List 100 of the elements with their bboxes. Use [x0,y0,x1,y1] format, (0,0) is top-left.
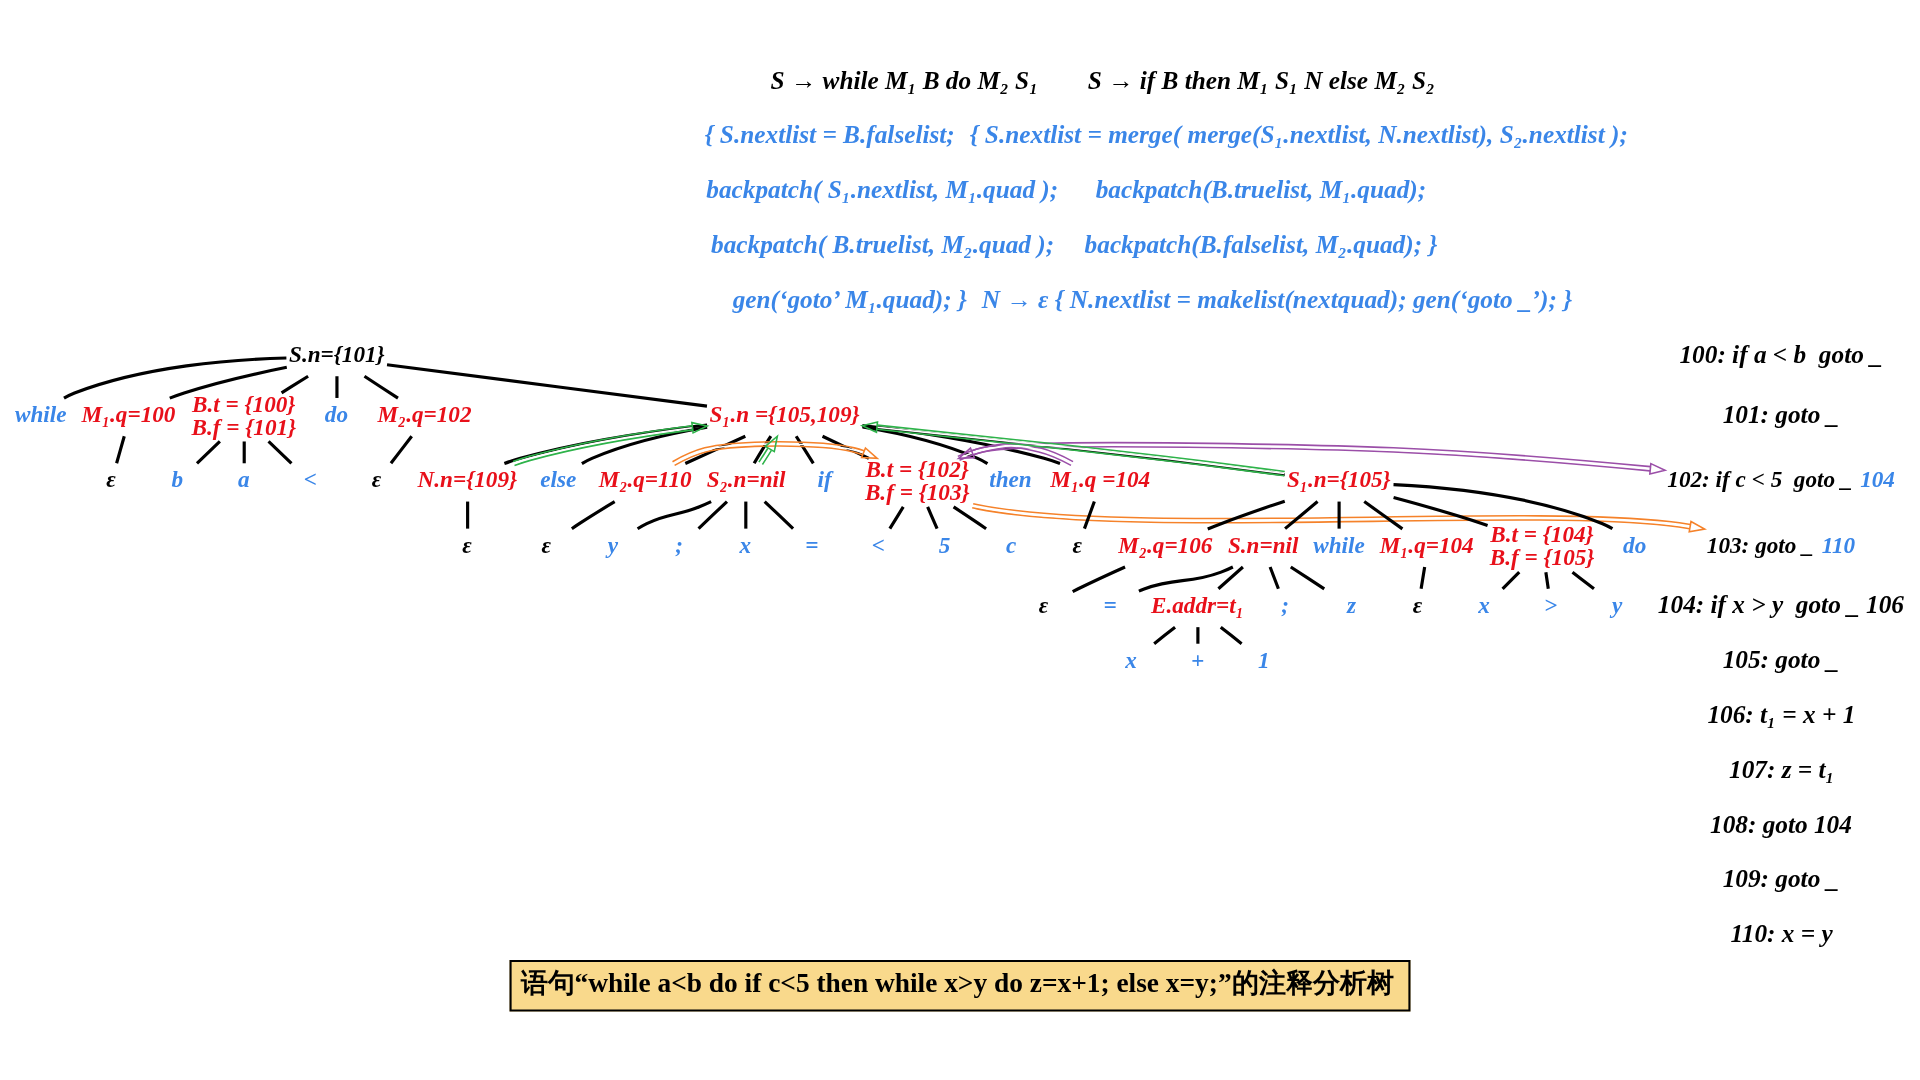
node-text: do [1623,531,1647,558]
connector [636,500,712,531]
connector [335,376,339,398]
connector [195,440,221,465]
node-text: x [1478,591,1490,618]
connector [1153,625,1177,645]
connector [952,505,987,531]
node-text: ε [462,531,472,558]
connector [1082,501,1096,530]
label: { S.nextlist = merge( merge(S₁.nextlist, N.nextlist), S₂.nextlist ); [969,120,1628,149]
node-text: ε [541,531,551,558]
label: 109: goto _ [1722,864,1840,893]
node-text: ε [1072,531,1083,558]
connector [1544,571,1550,590]
node-text: M₂.q=110 [598,466,692,493]
connector [1196,627,1200,644]
node-text: ε [1412,591,1423,618]
connector [386,363,708,408]
connector [1219,625,1243,645]
node-text: < [871,531,885,558]
node-text: 1 [1257,646,1270,673]
node-text: M₂.q=106 [1118,531,1213,558]
label: 110: x = y [1730,919,1833,948]
arrow [956,442,1074,467]
connector [581,425,708,465]
arrow [971,502,1707,533]
connector [1337,501,1341,529]
connector [888,505,905,530]
label: 101: goto _ [1722,399,1840,428]
connector [684,434,746,465]
arrow [758,434,779,466]
node-text: x [1125,646,1137,673]
arrow [671,441,880,467]
node-text: ; [1281,591,1289,618]
connector [1071,565,1126,593]
node-text: y [607,531,619,558]
connector [169,365,288,400]
connector [280,374,309,395]
connector [794,435,815,465]
node-text: B.t = {100} B.f = {101} [191,390,297,440]
connector [63,356,287,400]
label: 104: if x > y goto _ 106 [1657,590,1904,619]
label: backpatch(B.falselist, M₂.quad); } [1084,230,1438,259]
node-text: ε [371,466,382,493]
label: S → while M₁ B do M₂ S₁ [770,65,1038,94]
connector [1289,565,1326,591]
node-text: ε [1038,591,1049,618]
node-text: = [805,531,819,558]
label: { S.nextlist = B.falselist; [704,120,955,149]
label: S → if B then M₁ S₁ N else M₂ S₂ [1087,65,1435,94]
node-text: if [817,466,832,493]
connector [466,501,470,529]
node-text: b [171,466,184,493]
node-text: E.addr=t₁ [1151,591,1244,618]
node-text: S₁.n ={105,109} [709,401,860,428]
connector [570,500,616,530]
node-text: M₁.q=100 [81,401,176,428]
connector [821,434,870,460]
node-text: a [237,466,250,493]
connector [1284,500,1319,530]
connector [744,501,748,529]
connector [267,440,293,465]
label: 106: t₁ = x + 1 [1707,700,1856,729]
connector [926,506,939,530]
connector [242,441,246,464]
node-text: x [739,531,752,558]
connector [1419,566,1427,589]
node-text: M₂.q=102 [377,401,472,428]
label: backpatch( S₁.nextlist, M₁.quad ); [706,175,1059,204]
node-text: S.n={101} [289,341,385,368]
node-text: > [1544,591,1558,618]
connector [1363,500,1404,531]
node-text: while [1313,531,1365,558]
node-text: S₂.n=nil [706,466,786,493]
label: 107: z = t₁ [1729,754,1835,783]
node-text: c [1006,531,1017,558]
node-text: N.n={109} [417,466,518,493]
connector [1207,499,1286,531]
node-text: M₁.q=104 [1379,531,1474,558]
connector [763,500,795,530]
node-text: + [1191,646,1205,673]
arrow [957,441,1668,475]
node-text: S₁.n={105} [1286,466,1391,493]
node-text: 103: goto _ 110 [1706,531,1856,558]
connector [363,374,399,400]
connector [115,435,126,464]
connector [752,435,773,465]
node-text: S.n=nil [1227,531,1299,558]
caption: 语句“while a<b do if c<5 then while x>y do z=x+1; else x=y;”的注释分析树 [520,967,1394,998]
connector [862,425,989,465]
node-text: then [989,466,1032,493]
connector [1393,483,1614,531]
node-text: ε [106,466,116,493]
label: backpatch(B.truelist, M₁.quad); [1095,175,1427,204]
label: backpatch( B.truelist, M₂.quad ); [711,230,1055,259]
label: 108: goto 104 [1710,809,1852,838]
node-text: 102: if c < 5 goto _ 104 [1667,466,1895,493]
label: gen(‘goto’ M₁.quad); } [732,284,967,313]
node-text: ; [675,531,683,558]
node-text: do [324,401,348,428]
